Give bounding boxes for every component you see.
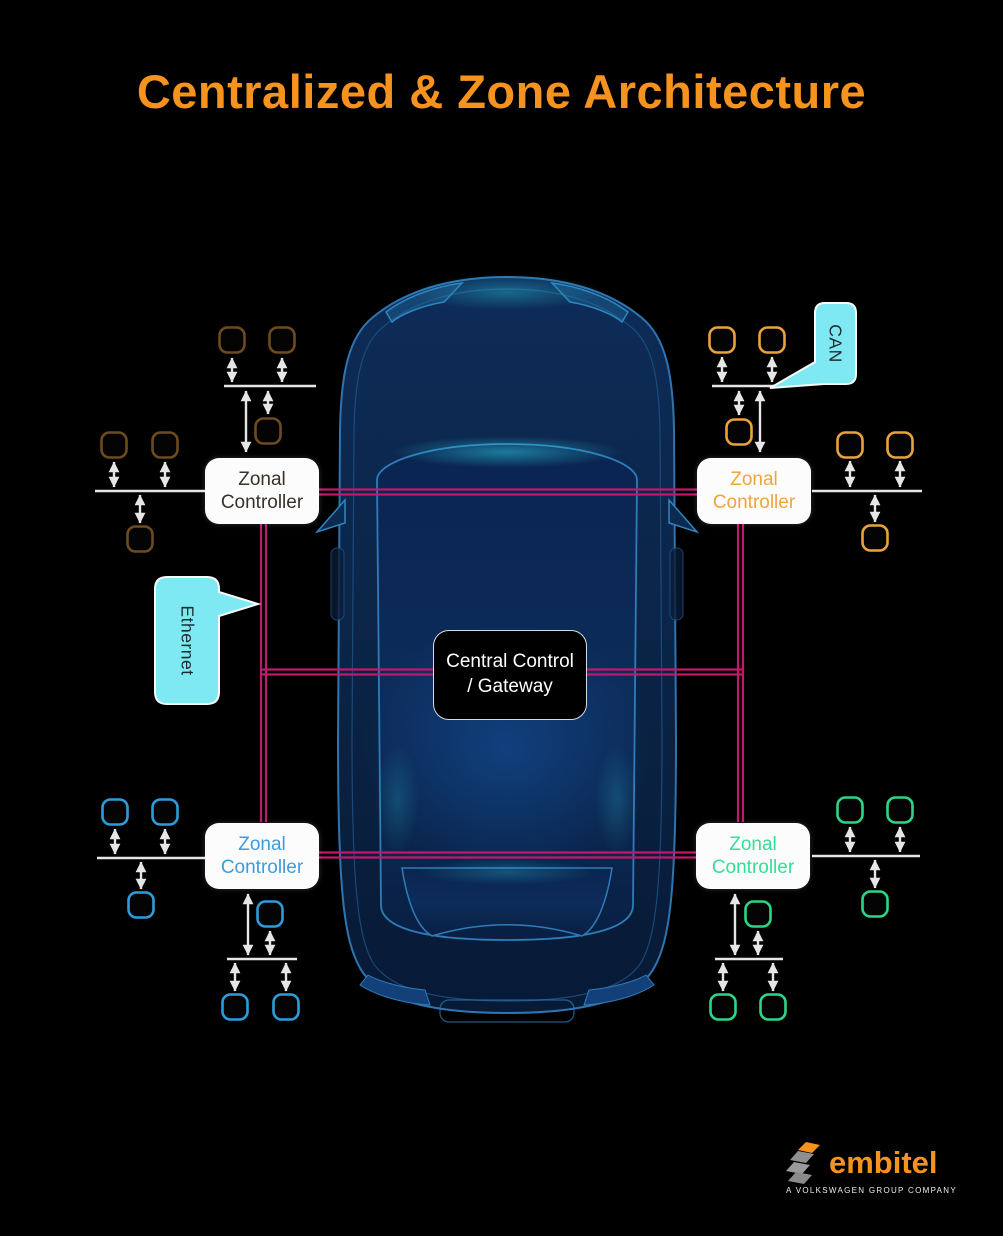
ecu-node [100, 431, 128, 459]
ecu-node [218, 326, 246, 354]
ecu-node [126, 525, 154, 553]
ethernet-callout-bubble [154, 576, 262, 705]
side-mirror-left [314, 498, 346, 534]
page-title: Centralized & Zone Architecture [136, 65, 867, 118]
embitel-logo: embitel A VOLKSWAGEN GROUP COMPANY [786, 1142, 961, 1195]
ecu-node [836, 796, 864, 824]
brand-name: embitel [829, 1145, 938, 1180]
central-box-line1: Central Control [446, 651, 574, 673]
zone-bottom-left-network [97, 798, 300, 1021]
ecu-node [886, 431, 914, 459]
ecu-node [758, 326, 786, 354]
ecu-node [127, 891, 155, 919]
zonal-controller-bottom-left: Zonal Controller [205, 823, 319, 889]
ecu-node [256, 900, 284, 928]
can-callout-label: CAN [825, 324, 846, 363]
car-body-inner-line [351, 288, 663, 1002]
door-glow-left [375, 745, 419, 855]
ecu-node [759, 993, 787, 1021]
zonal-controller-bottom-right: Zonal Controller [696, 823, 810, 889]
zonal-controller-top-left: Zonal Controller [205, 458, 319, 524]
windshield-glow [392, 436, 622, 468]
embitel-logo-mark [786, 1142, 820, 1184]
zonal-controller-top-right: Zonal Controller [697, 458, 811, 524]
rear-window [401, 867, 613, 937]
ecu-node [101, 798, 129, 826]
wheel-front-left [330, 547, 345, 621]
headlight-left [385, 281, 465, 324]
headlight-right [549, 281, 629, 324]
ecu-node [221, 993, 249, 1021]
ecu-node [744, 900, 772, 928]
ethernet-backbone-lines [259, 488, 745, 859]
rear-bumper-line [439, 999, 575, 1023]
ecu-node [861, 524, 889, 552]
taillight-right [583, 974, 655, 1006]
taillight-left [359, 974, 431, 1006]
ecu-node [836, 431, 864, 459]
brand-tagline: A VOLKSWAGEN GROUP COMPANY [786, 1186, 958, 1195]
ecu-node [708, 326, 736, 354]
door-glow-right [595, 745, 639, 855]
ecu-node [268, 326, 296, 354]
zone-top-left-network [95, 326, 316, 553]
can-callout-bubble [769, 302, 857, 389]
side-mirror-right [668, 498, 700, 534]
central-control-gateway-box: Central Control / Gateway [433, 630, 587, 720]
ecu-node [151, 798, 179, 826]
central-box-line2: / Gateway [467, 676, 553, 697]
ecu-node [725, 418, 753, 446]
ecu-node [254, 417, 282, 445]
rear-window-glow [417, 859, 597, 885]
ecu-node [272, 993, 300, 1021]
zone-bottom-right-network [709, 796, 920, 1021]
ecu-node [886, 796, 914, 824]
ecu-node [151, 431, 179, 459]
ecu-node [861, 890, 889, 918]
ethernet-callout-label: Ethernet [177, 605, 198, 676]
wheel-front-right [669, 547, 684, 621]
ecu-node [709, 993, 737, 1021]
